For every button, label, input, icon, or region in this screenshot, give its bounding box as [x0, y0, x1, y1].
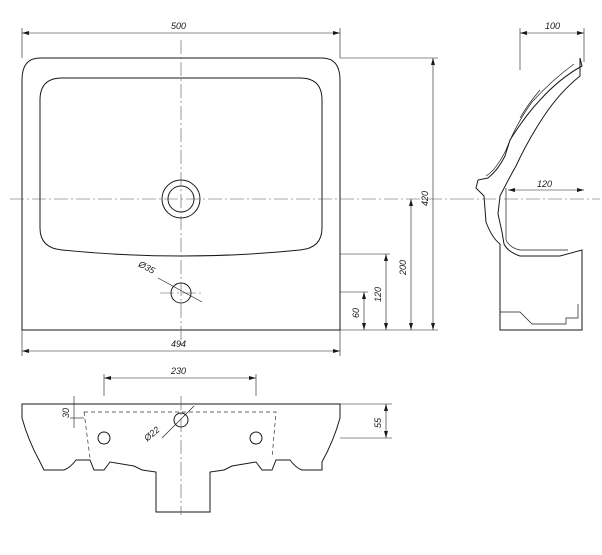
- dim-label-55: 55: [373, 417, 383, 428]
- tap-hole-diameter-label: Ø35: [136, 258, 157, 276]
- dim-label-230: 230: [170, 366, 186, 376]
- dim-label-60: 60: [351, 308, 361, 318]
- front-view: Ø22 230 30 55: [21, 366, 392, 515]
- dim-label-30: 30: [61, 408, 71, 418]
- side-view-outline: [475, 57, 583, 331]
- tap-hole-leader: [157, 277, 203, 303]
- front-view-outline: [21, 403, 341, 513]
- dim-label-100: 100: [545, 21, 560, 31]
- front-view-basin-hidden: [83, 411, 277, 459]
- dim-label-120-horizontal: 120: [537, 179, 552, 189]
- front-tap-diameter-label: Ø22: [141, 424, 161, 443]
- dim-label-500: 500: [171, 21, 186, 31]
- dim-label-200: 200: [398, 260, 408, 276]
- top-view: Ø35 500 494 420 200 120 60: [10, 21, 460, 356]
- dim-label-494: 494: [171, 339, 186, 349]
- dim-arrows: [520, 31, 584, 35]
- basin-inner-outline: [39, 77, 323, 257]
- side-view: 100 120: [460, 21, 600, 331]
- front-hole-right: [249, 431, 263, 445]
- side-view-overflow: [500, 304, 579, 325]
- dim-label-420: 420: [420, 191, 430, 206]
- dim-arrows: [384, 404, 388, 438]
- front-hole-left: [97, 431, 111, 445]
- dim-label-120-vertical: 120: [373, 287, 383, 302]
- side-view-inner-wall: [485, 63, 575, 251]
- front-tap-leader: [161, 405, 195, 439]
